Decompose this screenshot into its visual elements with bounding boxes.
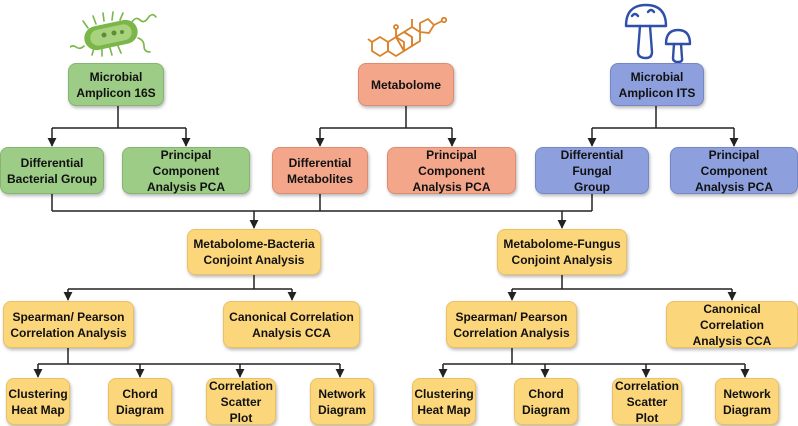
bacterium-icon bbox=[70, 11, 157, 57]
mushroom-icon bbox=[624, 3, 692, 64]
steroid-molecule-icon bbox=[367, 16, 448, 57]
metabolome-box: Metabolome bbox=[358, 63, 454, 106]
